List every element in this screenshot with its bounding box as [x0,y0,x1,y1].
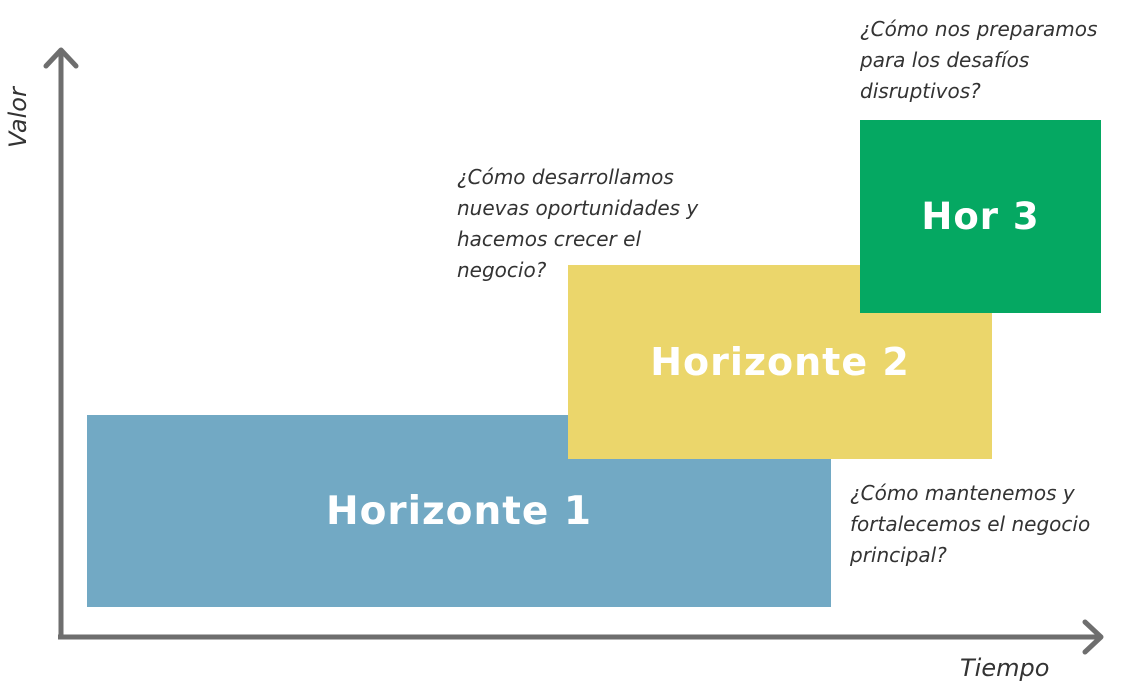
x-axis-label: Tiempo [960,654,1050,682]
question-line: principal? [850,543,947,567]
horizon-3-block: Hor 3 [860,120,1101,313]
horizon-3-label: Hor 3 [921,195,1040,238]
question-line: nuevas oportunidades y [457,196,699,220]
question-line: disruptivos? [860,79,981,103]
horizon-2-label: Horizonte 2 [650,340,910,384]
question-line: fortalecemos el negocio [850,512,1091,536]
question-line: ¿Cómo desarrollamos [457,165,674,189]
question-line: para los desafíos [860,48,1030,72]
question-line: negocio? [457,258,547,282]
question-line: ¿Cómo nos preparamos [860,17,1098,41]
y-axis-label: Valor [4,87,32,148]
horizon-1-question: ¿Cómo mantenemos y fortalecemos el negoc… [850,478,1090,571]
x-axis-arrowhead [1082,619,1104,655]
question-line: ¿Cómo mantenemos y [850,481,1075,505]
question-line: hacemos crecer el [457,227,641,251]
y-axis-arrowhead [43,47,79,69]
horizon-2-question: ¿Cómo desarrollamos nuevas oportunidades… [457,162,698,286]
horizon-3-question: ¿Cómo nos preparamos para los desafíos d… [860,14,1097,107]
horizon-1-label: Horizonte 1 [325,488,593,534]
